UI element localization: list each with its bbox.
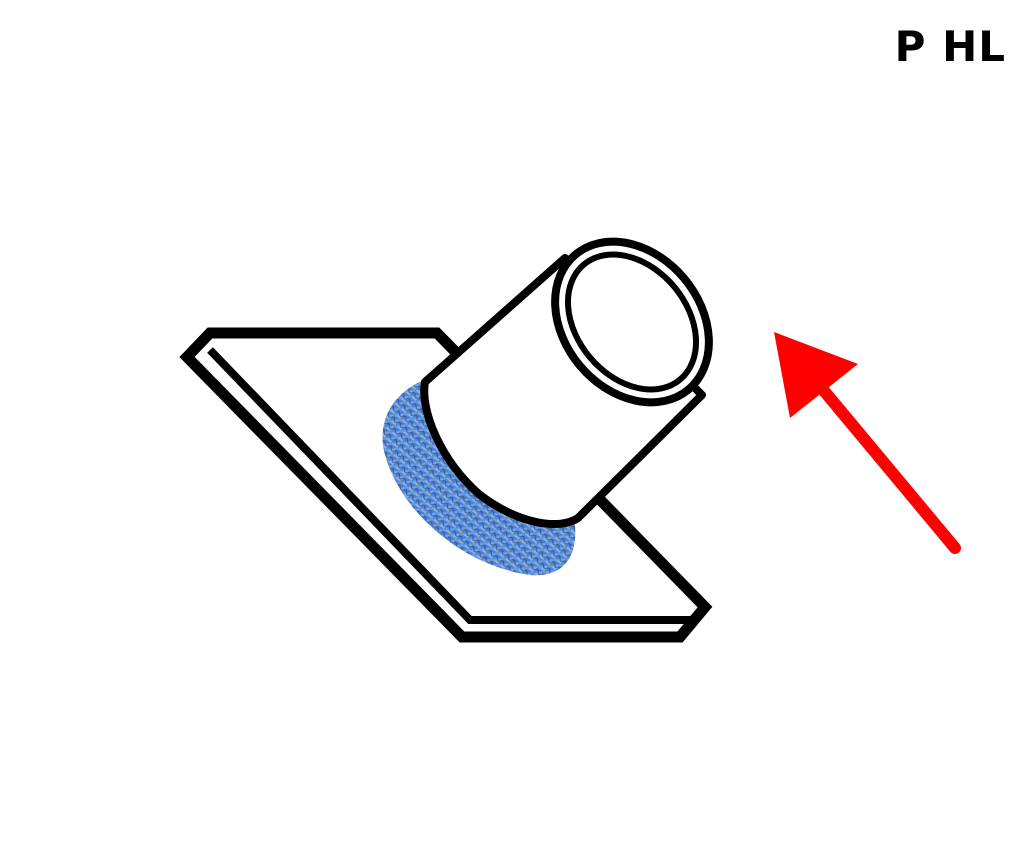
pipe (420, 237, 713, 528)
arrow-up-left-icon (774, 332, 961, 554)
weld-label: P HL (894, 22, 1006, 71)
